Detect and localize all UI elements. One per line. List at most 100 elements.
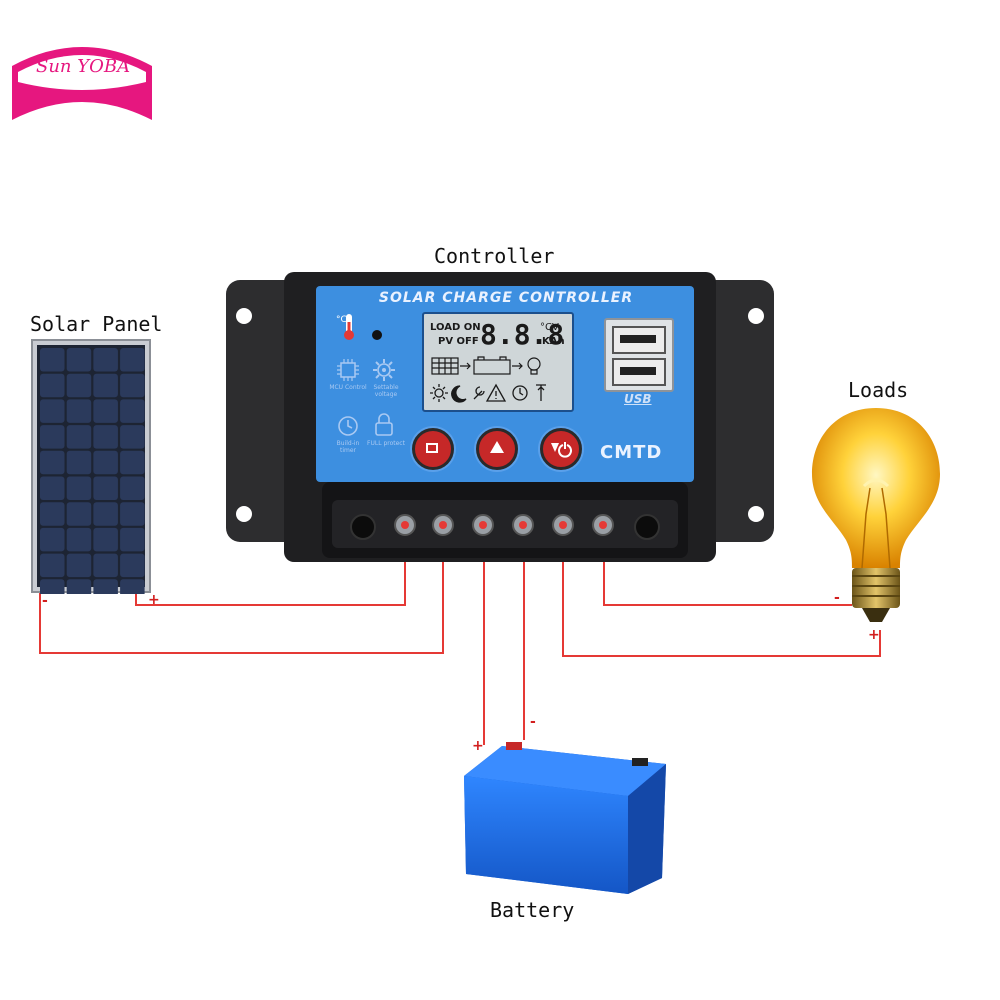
solar-cell: [40, 373, 65, 398]
solar-cell: [40, 399, 65, 423]
brand-logo: Sun YOBA: [8, 42, 156, 122]
terminal-contact: [401, 521, 409, 529]
screw-terminal[interactable]: [512, 514, 534, 536]
solar-cell: [120, 450, 145, 475]
solar-cell: [40, 450, 65, 475]
wire-load-positive: [562, 530, 881, 657]
solar-cell: [66, 450, 92, 475]
solar-cell: [66, 348, 92, 372]
screw-terminal[interactable]: [432, 514, 454, 536]
lcd-pv-off: PV OFF: [438, 336, 479, 347]
terminal-blank-left: [350, 514, 376, 540]
usb-ports[interactable]: [604, 318, 674, 392]
model-label: CMTD: [600, 442, 663, 463]
solar-cell: [93, 348, 118, 372]
usb-port-bottom[interactable]: [612, 358, 666, 386]
screw-terminal[interactable]: [592, 514, 614, 536]
solar-cell: [120, 527, 145, 552]
mcu-chip-icon: [337, 359, 359, 381]
solar-cell: [120, 399, 145, 423]
terminal-contact: [559, 521, 567, 529]
lcd-status-icons: [430, 383, 546, 403]
brand-name: Sun YOBA: [36, 56, 131, 77]
battery-icon: [464, 742, 666, 894]
solar-cell: [40, 579, 65, 594]
timer-label: Build-in timer: [336, 440, 360, 454]
up-triangle-icon: [490, 441, 504, 453]
solar-cell: [66, 373, 92, 398]
battery-plus-mark: +: [472, 738, 484, 754]
lcd-flow-icons: [431, 356, 541, 375]
solar-cell: [66, 553, 92, 578]
loads-label: Loads: [848, 378, 909, 402]
solar-cell: [66, 425, 92, 449]
solar-cell: [66, 502, 92, 526]
panel-minus-mark: -: [42, 593, 48, 609]
status-indicator-icon: [372, 330, 382, 340]
screw-terminal[interactable]: [552, 514, 574, 536]
wire-panel-negative: [39, 530, 444, 654]
lcd-screen: LOAD ON PV OFF 8.8.8 °CV KAh: [422, 312, 574, 412]
solar-cell: [93, 579, 118, 594]
solar-cell: [120, 348, 145, 372]
logo-shape-icon: [12, 47, 152, 120]
down-power-button[interactable]: [540, 428, 582, 470]
solar-cell: [120, 579, 145, 594]
lcd-unit-bottom: KAh: [542, 336, 565, 347]
terminal-contact: [439, 521, 447, 529]
solar-cell: [93, 373, 118, 398]
load-plus-mark: +: [868, 627, 880, 643]
protect-lock-icon: [375, 413, 393, 436]
solar-cell: [66, 527, 92, 552]
usb-label: USB: [624, 392, 652, 406]
voltage-label: Settable voltage: [373, 384, 399, 398]
solar-cell: [120, 425, 145, 449]
controller-label: Controller: [434, 244, 555, 268]
terminal-contact: [519, 521, 527, 529]
terminal-blank-right: [634, 514, 660, 540]
usb-port-top[interactable]: [612, 326, 666, 354]
timer-clock-icon: [338, 416, 358, 436]
solar-cell: [93, 450, 118, 475]
lcd-digits: 8.8.8: [480, 318, 565, 351]
solar-cell: [66, 476, 92, 500]
solar-panel-icon: [31, 339, 151, 594]
solar-panel-label: Solar Panel: [30, 312, 163, 336]
down-power-icon: [551, 442, 572, 458]
svg-text:°C: °C: [336, 315, 347, 325]
thermometer-icon: °C: [336, 314, 354, 340]
solar-cell: [93, 425, 118, 449]
solar-cell: [93, 527, 118, 552]
solar-cell: [40, 553, 65, 578]
protect-label: FULL protect: [367, 440, 405, 447]
solar-cell: [40, 425, 65, 449]
lcd-unit-top: °CV: [540, 322, 559, 333]
lcd-load-on: LOAD ON: [430, 322, 481, 333]
up-button[interactable]: [476, 428, 518, 470]
solar-cell: [93, 553, 118, 578]
solar-cell: [66, 579, 92, 594]
solar-cell: [40, 348, 65, 372]
solar-cell: [120, 502, 145, 526]
load-minus-mark: -: [834, 590, 840, 606]
panel-plus-mark: +: [148, 592, 160, 608]
battery-label: Battery: [490, 898, 575, 922]
light-bulb-icon: [812, 408, 940, 622]
charge-controller: SOLAR CHARGE CONTROLLER °C MCU Control S…: [226, 272, 774, 562]
solar-cell: [120, 373, 145, 398]
menu-icon: [426, 443, 438, 453]
solar-cell: [40, 476, 65, 500]
solar-cell: [66, 399, 92, 423]
menu-button[interactable]: [412, 428, 454, 470]
screw-terminal[interactable]: [472, 514, 494, 536]
solar-cell: [93, 502, 118, 526]
screw-terminal[interactable]: [394, 514, 416, 536]
solar-cell: [93, 399, 118, 423]
terminal-contact: [599, 521, 607, 529]
mcu-label: MCU Control: [329, 384, 367, 391]
solar-cell: [120, 553, 145, 578]
solar-cell: [40, 527, 65, 552]
controller-title: SOLAR CHARGE CONTROLLER: [378, 290, 634, 306]
terminal-contact: [479, 521, 487, 529]
